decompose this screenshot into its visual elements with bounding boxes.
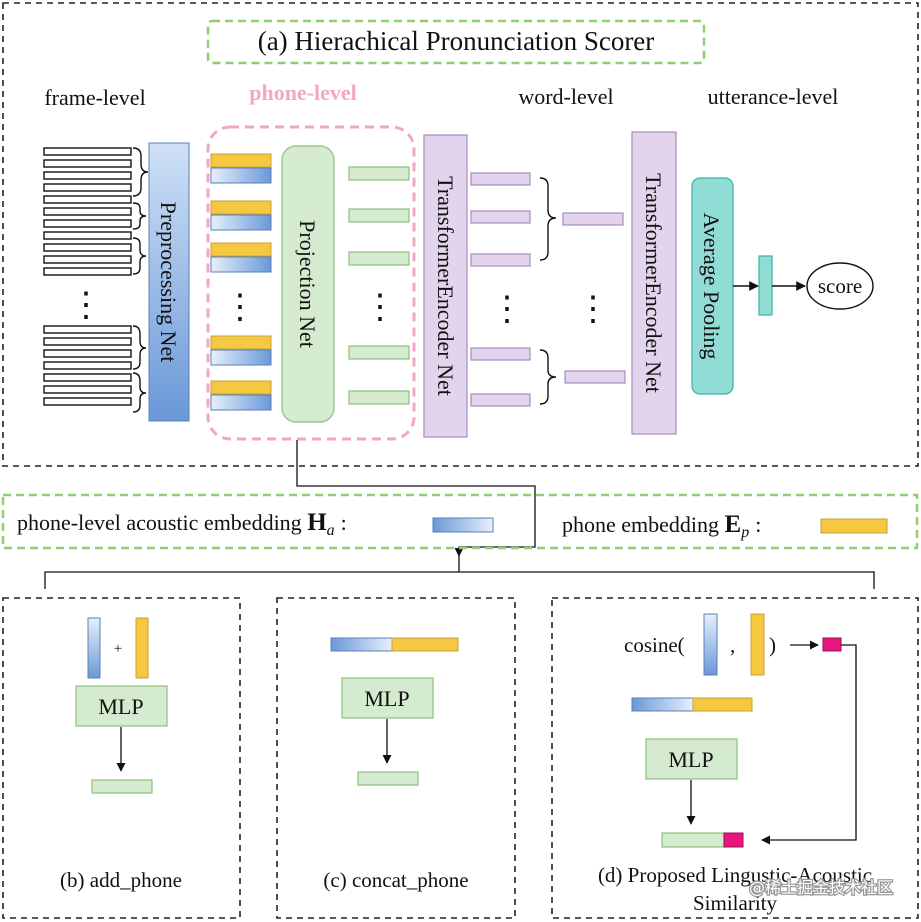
cosine-label: cosine(: [624, 633, 685, 657]
transformer-word-label: TransformerEncoder Net: [641, 173, 666, 393]
preprocessing-net: Preprocessing Net: [148, 142, 190, 422]
embedding-legend: phone-level acoustic embedding Ha: phone…: [1, 493, 919, 550]
frame-level-label: frame-level: [44, 85, 145, 110]
transformer-encoder-word: TransformerEncoder Net: [631, 131, 677, 435]
word-level-label: word-level: [518, 84, 613, 109]
cosine-comma: ,: [730, 633, 735, 657]
frame-features: [43, 147, 132, 406]
title-box: (a) Hierachical Pronunciation Scorer: [206, 19, 706, 65]
mlp-b: [75, 685, 168, 727]
caption-add-phone: (b) add_phone: [60, 868, 182, 892]
transformer-encoder-phone: TransformerEncoder Net: [423, 134, 468, 438]
mlp-d-label: MLP: [668, 747, 713, 772]
utterance-level-label: utterance-level: [708, 84, 839, 109]
transformer-phone-label: TransformerEncoder Net: [433, 176, 458, 396]
mlp-c: [341, 677, 434, 719]
score-node: score: [806, 262, 874, 310]
average-pooling: Average Pooling: [691, 177, 734, 395]
caption-concat-phone: (c) concat_phone: [323, 868, 468, 892]
panel-proposed: cosine( , ) MLP (d) Proposed Lingustic-A…: [551, 597, 919, 919]
mlp-b-label: MLP: [98, 694, 143, 719]
panel-add-phone: + MLP (b) add_phone: [2, 597, 241, 919]
caption-proposed-line2: Similarity: [693, 891, 778, 915]
word-outputs: [562, 212, 626, 384]
score-label: score: [818, 274, 862, 298]
mlp-c-label: MLP: [364, 686, 409, 711]
word-braces: [539, 177, 557, 405]
mlp-d: [645, 738, 738, 780]
phone-outputs: [470, 172, 531, 407]
preprocessing-net-label: Preprocessing Net: [156, 202, 181, 363]
phone-legend-swatch: [820, 518, 888, 534]
projection-net-label: Projection Net: [295, 220, 320, 348]
frame-ellipsis: ⋮: [69, 287, 103, 324]
similarity-score: [822, 637, 842, 652]
word-output-ellipsis: ⋮: [576, 291, 610, 328]
phone-embedding-pairs: [210, 153, 272, 411]
projection-net: Projection Net: [281, 145, 335, 423]
acoustic-legend-swatch: [432, 517, 494, 533]
phone-ellipsis: ⋮: [223, 289, 257, 326]
diagram-title: (a) Hierachical Pronunciation Scorer: [258, 26, 655, 56]
phone-output-ellipsis: ⋮: [490, 291, 524, 328]
panel-splitter: [44, 571, 875, 589]
scorer-panel: [2, 2, 919, 467]
projected-embeddings: [348, 166, 410, 405]
utterance-embedding: [758, 255, 773, 316]
frame-braces: [132, 147, 149, 413]
panel-concat-phone: MLP (c) concat_phone: [276, 597, 516, 919]
average-pooling-label: Average Pooling: [699, 213, 724, 360]
cosine-close: ): [769, 633, 776, 657]
phone-level-box: [206, 125, 416, 441]
projected-ellipsis: ⋮: [363, 289, 397, 326]
watermark: @稀土掘金技术社区: [749, 878, 893, 897]
caption-proposed-line1: (d) Proposed Lingustic-Acoustic: [598, 863, 872, 887]
phone-level-label: phone-level: [249, 80, 357, 105]
phone-legend-text: phone embedding Ep:: [562, 511, 761, 541]
add-plus-sign: +: [114, 641, 122, 657]
acoustic-legend-text: phone-level acoustic embedding Ha:: [17, 509, 347, 539]
